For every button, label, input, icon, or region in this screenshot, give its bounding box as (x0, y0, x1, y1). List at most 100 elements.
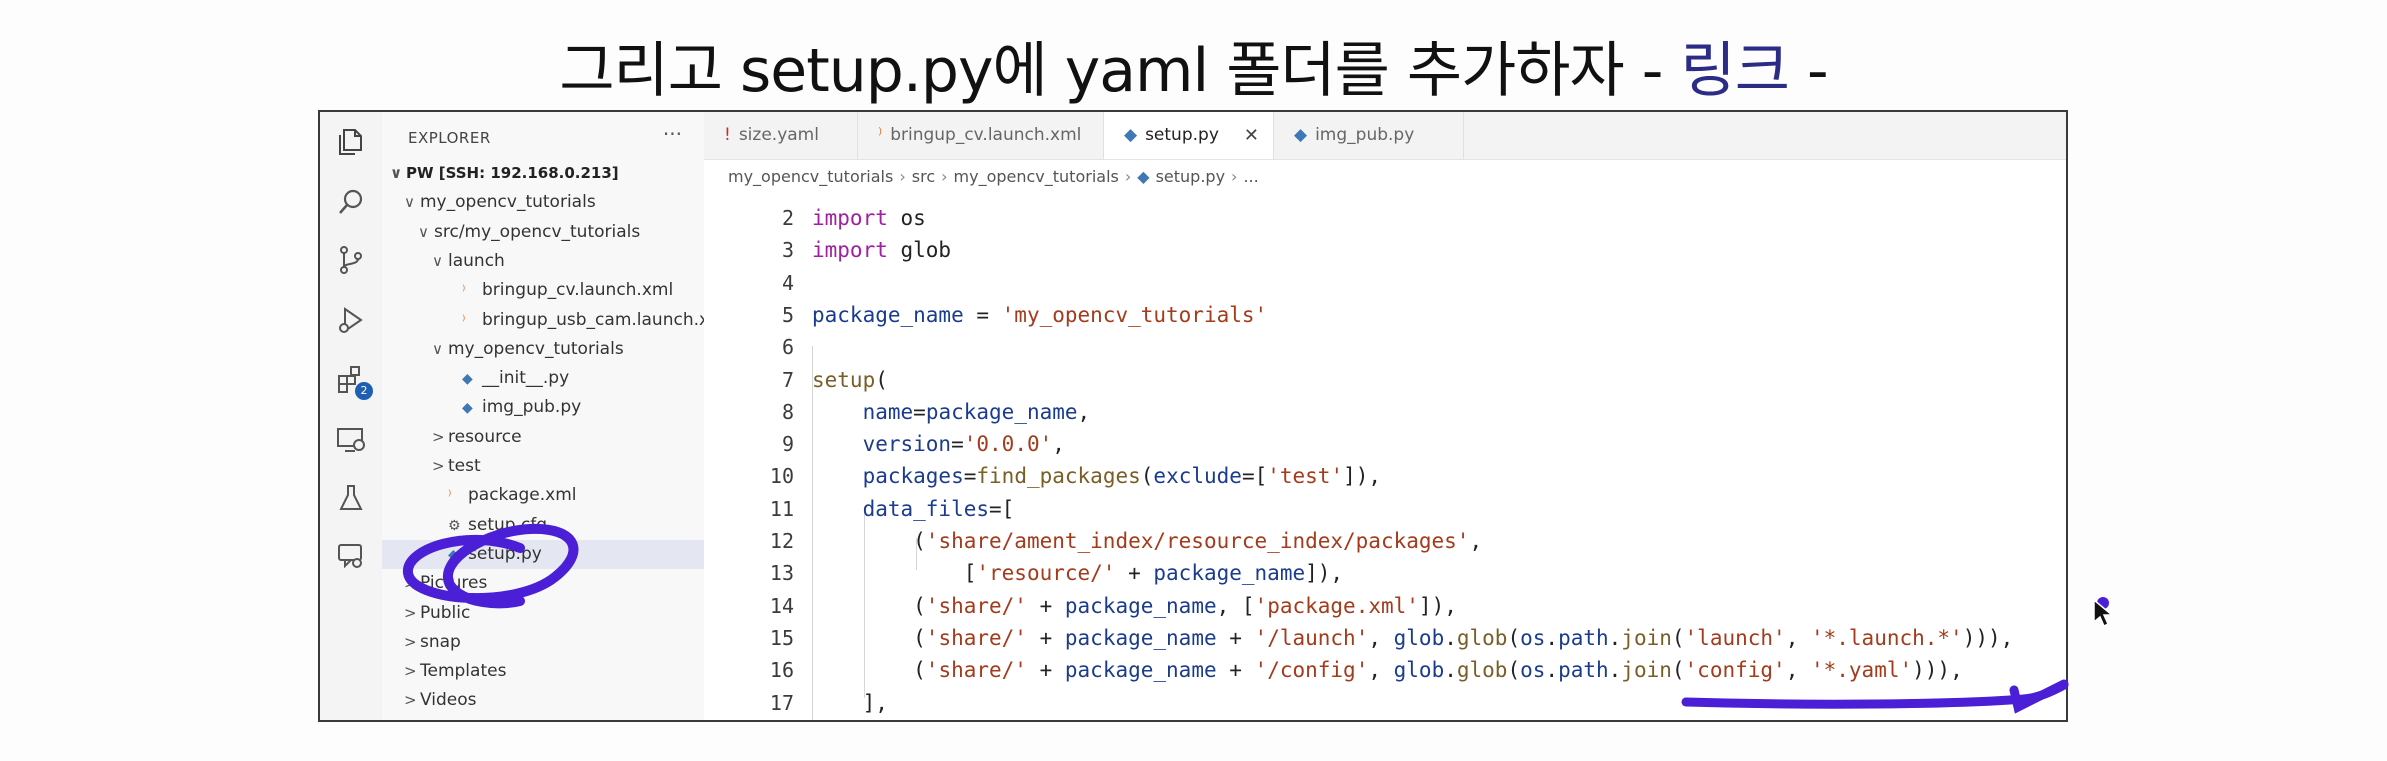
py-file-icon: ◆ (448, 546, 459, 563)
tree-item-label: PW [SSH: 192.168.0.213] (406, 164, 619, 182)
tab-label: bringup_cv.launch.xml (890, 125, 1082, 145)
code-token: = (963, 464, 977, 489)
explorer-icon[interactable] (333, 124, 369, 160)
code-token: version (862, 432, 952, 457)
tree-item-label: img_pub.py (482, 397, 582, 418)
code-text: ('share/' + package_name + '/launch', gl… (812, 622, 2013, 654)
tree-item[interactable]: ∨src/my_opencv_tutorials (382, 218, 704, 247)
code-token: ( (812, 658, 926, 683)
tree-item[interactable]: ⁾ bringup_cv.launch.xml (382, 276, 704, 305)
tree-item[interactable]: ∨my_opencv_tutorials (382, 335, 704, 364)
code-token: exclude (1153, 464, 1242, 489)
testing-icon[interactable] (333, 480, 369, 516)
tree-item-label: my_opencv_tutorials (420, 192, 596, 213)
code-token: ))), (1962, 625, 2014, 650)
breadcrumb-item[interactable]: my_opencv_tutorials (728, 167, 894, 186)
code-token: 'package.xml' (1254, 593, 1419, 618)
code-text: ('share/' + package_name, ['package.xml'… (812, 590, 1457, 622)
code-line: 10 packages=find_packages(exclude=['test… (704, 460, 2064, 492)
close-icon[interactable]: ✕ (1243, 125, 1259, 146)
slide-title-link[interactable]: 링크 (1680, 36, 1790, 106)
line-number: 2 (781, 206, 794, 230)
line-number: 14 (769, 593, 794, 618)
code-token: ]), (1343, 464, 1382, 489)
tree-item[interactable]: ∨PW [SSH: 192.168.0.213] (382, 159, 704, 188)
code-line: 4 (704, 267, 2064, 299)
tree-item[interactable]: ◆img_pub.py (382, 393, 704, 422)
line-number: 9 (781, 432, 794, 457)
code-token: , (1052, 432, 1065, 457)
code-token: . (1608, 625, 1622, 650)
code-token: os (1520, 658, 1546, 683)
tree-item[interactable]: ⁾package.xml (382, 481, 704, 510)
code-token: data_files (862, 496, 990, 521)
chat-icon[interactable] (333, 538, 369, 574)
code-text: name=package_name, (812, 396, 1091, 428)
tree-item[interactable]: ⚙setup.cfg (382, 511, 704, 540)
slide-title-trail: - (1788, 36, 1829, 106)
code-token: , (1077, 399, 1091, 424)
tab-label: setup.py (1145, 125, 1219, 145)
code-text: version='0.0.0', (812, 428, 1065, 460)
breadcrumb-item[interactable]: my_opencv_tutorials (953, 167, 1119, 186)
tree-item[interactable]: ∨ my_opencv_tutorials (382, 188, 704, 217)
chevron-down-icon: ∨ (404, 193, 415, 212)
explorer-more-icon[interactable]: ··· (662, 122, 682, 146)
code-text: package_name = 'my_opencv_tutorials' (812, 299, 1267, 331)
tree-item[interactable]: ∨launch (382, 247, 704, 276)
tree-item-label: test (448, 456, 481, 476)
extensions-badge: 2 (355, 382, 373, 400)
tab-label: img_pub.py (1315, 125, 1415, 145)
tree-item[interactable]: >Public (382, 599, 704, 628)
mouse-cursor-icon (2093, 598, 2114, 628)
chevron-right-icon: > (404, 574, 417, 593)
source-control-icon[interactable] (333, 242, 369, 278)
tab-setup-py[interactable]: ◆setup.py✕ (1104, 112, 1274, 159)
tree-item[interactable]: >test (382, 452, 704, 481)
slide-title: 그리고 setup.py에 yaml 폴더를 추가하자 - 링크 - (0, 22, 2387, 109)
code-token: package_name (1064, 658, 1217, 683)
tree-item-label: bringup_usb_cam.launch.xml (482, 309, 704, 330)
search-icon[interactable] (333, 184, 369, 220)
tree-item-label: setup.cfg (468, 514, 548, 535)
file-type-icon: ! (724, 125, 731, 145)
line-number: 11 (769, 496, 794, 521)
xml-file-icon: ⁾ (462, 283, 466, 300)
tree-item[interactable]: >Pictures (382, 569, 704, 598)
tree-item[interactable]: ⁾bringup_usb_cam.launch.xml (382, 306, 704, 335)
code-token (812, 432, 863, 456)
code-token: 'share/' (925, 593, 1027, 618)
code-token: glob (1456, 658, 1508, 683)
code-token: . (1444, 625, 1457, 650)
code-token (812, 464, 863, 488)
tree-item[interactable]: ◆__init__.py (382, 364, 704, 393)
indent-guide (812, 346, 813, 720)
breadcrumb-item[interactable]: setup.py (1155, 167, 1226, 186)
chevron-right-icon: > (432, 427, 445, 446)
tab-img-pub-py[interactable]: ◆img_pub.py (1274, 112, 1464, 159)
run-debug-icon[interactable] (333, 302, 369, 338)
tree-item[interactable]: ◆setup.py (382, 539, 704, 569)
code-token: = (913, 399, 926, 424)
tab-size-yaml[interactable]: !size.yaml (704, 112, 858, 159)
code-line: 11 data_files=[ (704, 493, 2064, 525)
code-text: ['resource/' + package_name]), (812, 557, 1343, 589)
tree-item[interactable]: >snap (382, 628, 704, 657)
python-file-icon: ◆ (1137, 167, 1150, 186)
indent-guide (864, 506, 865, 698)
code-line: 6 (704, 331, 2064, 363)
tab-bringup-cv-launch-xml[interactable]: ⁾bringup_cv.launch.xml (858, 112, 1104, 159)
code-token: '/config' (1254, 658, 1369, 683)
code-line: 12 ('share/ament_index/resource_index/pa… (704, 525, 2064, 557)
breadcrumb-item[interactable]: src (911, 167, 936, 186)
breadcrumb-item[interactable]: ... (1243, 167, 1259, 186)
tree-item-label: bringup_cv.launch.xml (482, 280, 674, 301)
tree-item[interactable]: >resource (382, 423, 704, 452)
tree-item[interactable]: >Videos (382, 686, 704, 715)
extensions-icon[interactable]: 2 (333, 362, 373, 400)
tree-item-label: __init__.py (482, 368, 570, 389)
remote-explorer-icon[interactable] (333, 422, 369, 458)
tree-item[interactable]: >Templates (382, 657, 704, 686)
